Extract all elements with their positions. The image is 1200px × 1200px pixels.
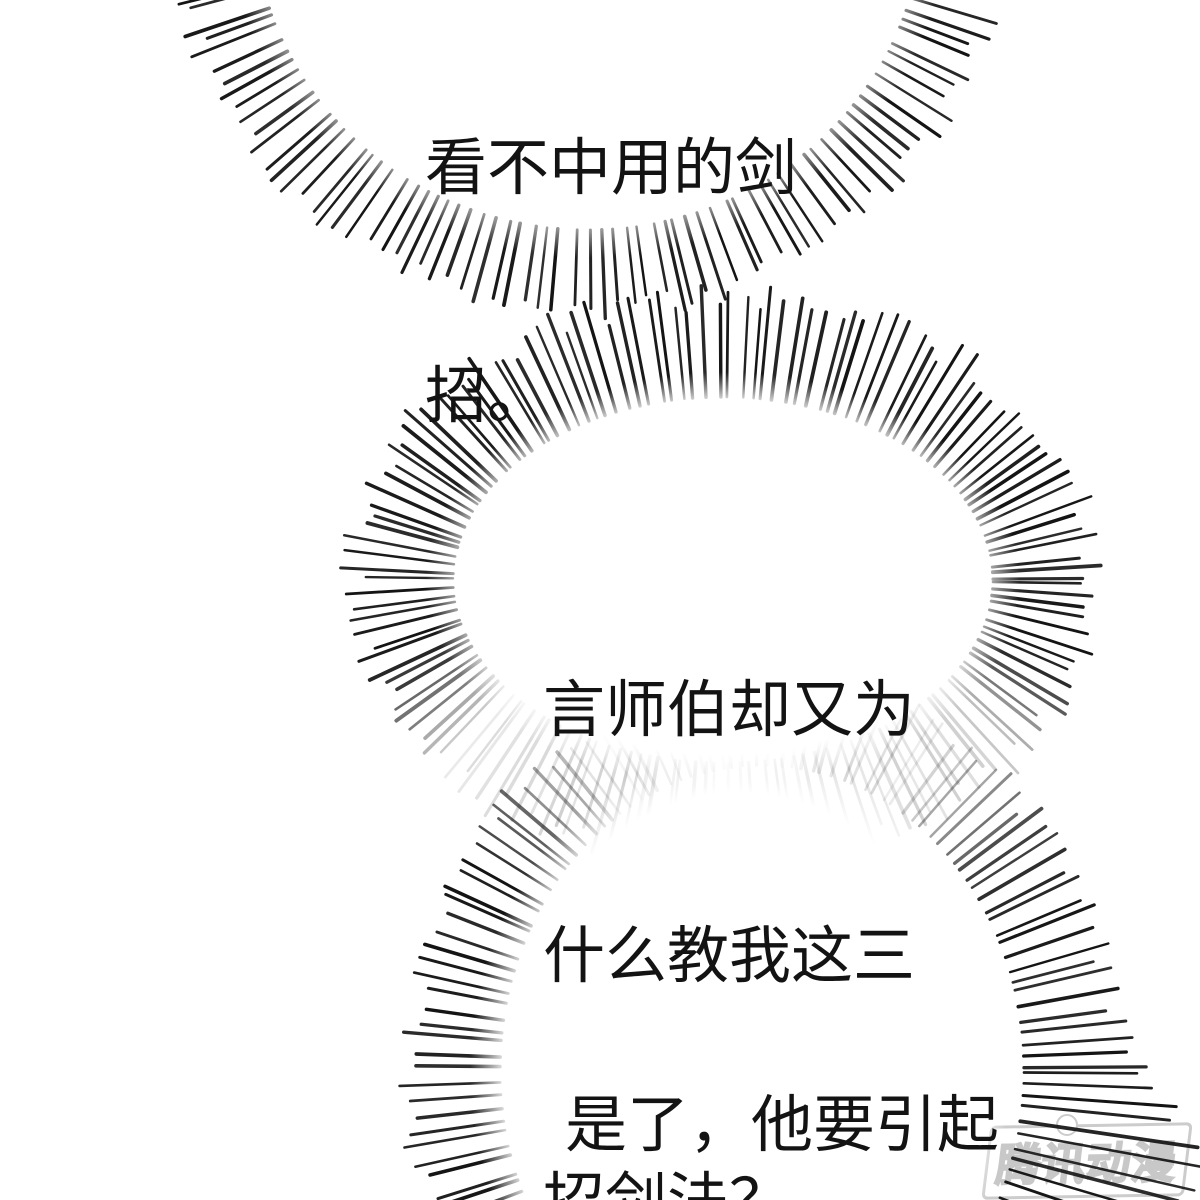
bubble-1-line-2: 招。: [425, 362, 550, 431]
bubble-3-line-1: 是了，他要引起: [565, 1091, 1000, 1160]
thought-bubble-2: 言师伯却又为 什么教我这三 招剑法？: [543, 506, 915, 1200]
bubble-1-line-1: 看不中用的剑: [425, 134, 798, 203]
bubble-2-line-3: 招剑法？: [543, 1162, 915, 1200]
thought-bubble-1: 看不中用的剑 招。: [425, 0, 797, 587]
thought-bubble-3: 是了，他要引起 万师伯的疑心， 要万师伯和我师 父斗起来: [565, 906, 999, 1200]
bubble-2-line-2: 什么教我这三: [543, 922, 916, 991]
bubble-2-line-1: 言师伯却又为: [543, 676, 916, 745]
